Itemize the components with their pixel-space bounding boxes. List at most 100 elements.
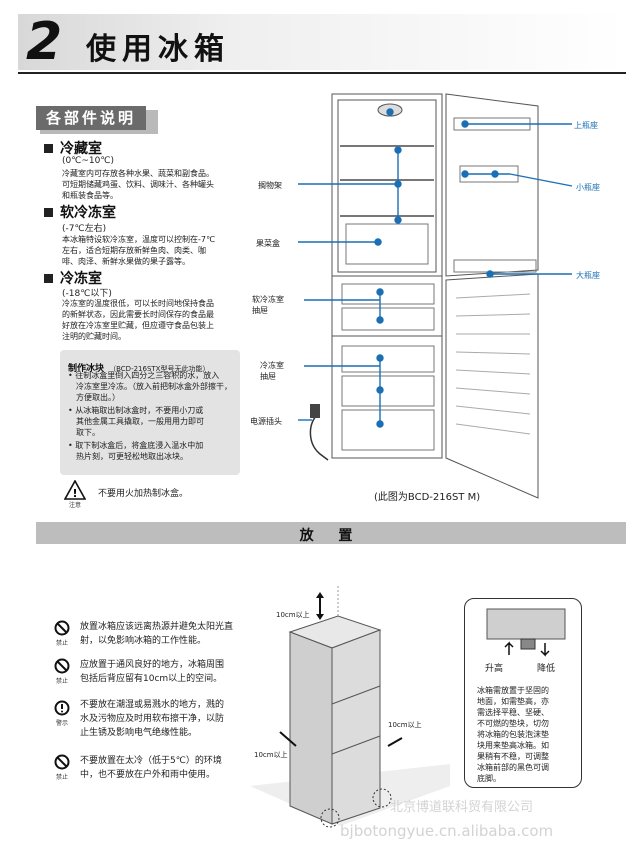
arrow-down-icon	[540, 643, 550, 657]
ice-box-item: • 取下制冰盒后，将盒底浸入温水中加 热片刻，可更轻松地取出冰块。	[68, 440, 236, 462]
watermark-company: 北京博道联科贸有限公司	[390, 800, 534, 815]
clearance-arrow-back	[387, 737, 403, 747]
clearance-side-label: 10cm以上	[254, 751, 288, 759]
placement-line: 包括后背应留有10cm以上的空间。	[80, 674, 223, 684]
label-freezer-drawer: 冷冻室 抽屉	[260, 360, 284, 382]
section-title-soft-freezer: 软冷冻室	[60, 205, 116, 221]
bullet-square	[44, 144, 53, 153]
soft-freezer-drawer	[341, 307, 435, 331]
placement-diagram	[250, 586, 450, 828]
clearance-arrow-side	[279, 731, 297, 747]
label-line: 抽屉	[252, 306, 268, 315]
door-shelves	[455, 293, 531, 435]
caution-label: 注意	[68, 502, 81, 509]
bullet-square	[44, 208, 53, 217]
caution-triangle-icon: !	[64, 480, 86, 500]
fridge-door-upper	[445, 93, 539, 277]
placement-line: 射，以免影响冰箱的工作性能。	[80, 636, 207, 646]
ice-line: 热片刻，可更轻松地取出冰块。	[76, 452, 188, 461]
ice-line: 取下。	[76, 428, 100, 437]
label-soft-drawer: 软冷冻室 抽屉	[252, 294, 284, 316]
ice-box-note: （BCD-216STX型号无此功能）	[109, 365, 210, 373]
fridge-base	[486, 608, 566, 640]
note-line: 果稍有不稳，可调整	[477, 752, 549, 761]
ice-line: 方便取出。）	[76, 393, 120, 402]
page-title: 使用冰箱	[86, 32, 230, 67]
placement-item: 放置冰箱应该远离热源并避免太阳光直 射，以免影响冰箱的工作性能。	[80, 620, 250, 648]
label-big-rack: 大瓶座	[576, 271, 600, 280]
fridge-inner	[337, 99, 437, 273]
placement-line: 放置冰箱应该远离热源并避免太阳光直	[80, 622, 234, 632]
label-line: 抽屉	[260, 372, 276, 381]
freezer-drawer	[341, 375, 435, 407]
soft-freezer-cabinet	[331, 275, 443, 337]
ice-box-item: • 往制冰盒里倒入四分之三容积的水，放入 冷冻室里冷冻。（放入前把制冰盒外部擦干…	[68, 370, 236, 403]
body-line: 本冰箱特设软冷冻室，温度可以控制在-7℃	[62, 235, 215, 244]
label-small-rack: 小瓶座	[576, 183, 600, 192]
placement-line: 中，也不要放在户外和雨中使用。	[80, 770, 216, 780]
placement-line: 应放置于通风良好的地方，冰箱周围	[80, 660, 225, 670]
warning-text: 不要用火加热制冰盒。	[98, 489, 189, 499]
note-line: 需选择平稳、坚硬、	[477, 708, 549, 717]
fridge-front	[331, 629, 381, 825]
level-up-label: 升高	[485, 664, 504, 674]
icon-label: 禁止	[55, 640, 68, 647]
ice-box-title: 制作冰块	[68, 364, 105, 374]
body-line: 和瓶装食品等。	[62, 191, 118, 200]
section-body-fridge: 冷藏室内可存放各种水果、蔬菜和副食品。 可短期储藏鸡蛋、饮料、调味汁、各种罐头 …	[62, 168, 252, 201]
prohibit-icon	[54, 754, 70, 770]
chapter-number: 2	[26, 12, 63, 72]
body-line: 好放在冷冻室里贮藏，但应遵守食品包装上	[62, 321, 214, 330]
leveling-foot-marker	[320, 808, 340, 828]
section-temp-fridge: (0℃~10℃)	[62, 156, 114, 166]
watermark-url: bjbotongyue.cn.alibaba.com	[340, 822, 554, 840]
note-line: 块用来垫高冰箱。如	[477, 741, 549, 750]
small-bottle-rack	[459, 165, 519, 183]
door-gap	[331, 685, 381, 705]
note-line: 底脚。	[477, 774, 501, 783]
exclamation-icon	[54, 700, 70, 716]
note-line: 不可燃的垫块，切勿	[477, 719, 549, 728]
section-title-freezer: 冷冻室	[60, 271, 102, 287]
prohibit-icon	[54, 620, 70, 636]
ice-making-box: 制作冰块 （BCD-216STX型号无此功能） • 往制冰盒里倒入四分之三容积的…	[60, 350, 240, 475]
body-line: 左右，适合短期存放新鲜鱼肉、肉类、咖	[62, 246, 206, 255]
note-line: 地面，如需垫高，亦	[477, 697, 549, 706]
section-temp-freezer: (-18℃以下)	[62, 289, 112, 299]
ice-line: 其他金属工具撬取，一般用用力即可	[76, 417, 204, 426]
soft-freezer-drawer	[341, 283, 435, 305]
model-note: (此图为BCD-216ST M)	[374, 492, 481, 503]
icon-label: 禁止	[55, 774, 68, 781]
label-shelf: 搁物架	[258, 181, 282, 190]
power-cord	[309, 415, 329, 461]
big-bottle-rack	[453, 259, 537, 273]
note-line: 冰箱需放置于坚固的	[477, 686, 549, 695]
note-line: 将冰箱的包装泡沫垫	[477, 730, 549, 739]
arrow-up-icon	[504, 641, 514, 655]
section-body-soft-freezer: 本冰箱特设软冷冻室，温度可以控制在-7℃ 左右，适合短期存放新鲜鱼肉、肉类、咖 …	[62, 234, 252, 267]
placement-title: 放 置	[299, 528, 363, 544]
label-upper-rack: 上瓶座	[574, 121, 598, 130]
body-line: 啡、肉泽、新鲜水果做的果子露等。	[62, 257, 190, 266]
header-band	[18, 14, 626, 70]
icon-label: 禁止	[55, 678, 68, 685]
svg-text:!: !	[72, 487, 77, 500]
fridge-diagram	[298, 93, 573, 499]
fridge-side	[289, 631, 333, 825]
ice-line: 冷冻室里冷冻。（放入前把制冰盒外部擦干，	[76, 382, 232, 391]
clearance-top-label: 10cm以上	[276, 611, 310, 619]
note-line: 冰箱前部的黑色可调	[477, 763, 549, 772]
ice-line: 从冰箱取出制冰盒时，不要用小刀或	[75, 406, 204, 415]
prohibit-icon	[54, 658, 70, 674]
body-line: 的新鲜状态，因此需要长时间保存的食品最	[62, 310, 214, 319]
leveling-foot-illustration	[486, 608, 566, 657]
body-line: 可短期储藏鸡蛋、饮料、调味汁、各种罐头	[62, 180, 214, 189]
body-line: 冷冻室的温度很低，可以长时间地保持食品	[62, 299, 214, 308]
leveling-foot-marker	[372, 788, 392, 808]
placement-item: 不要放置在太冷（低于5℃）的环境 中，也不要放在户外和雨中使用。	[80, 754, 250, 782]
header-divider	[18, 72, 626, 74]
parts-section-tag: 各部件说明	[36, 106, 147, 130]
leveling-foot	[520, 638, 536, 650]
freezer-cabinet	[331, 335, 443, 459]
label-line: 软冷冻室	[252, 295, 284, 304]
